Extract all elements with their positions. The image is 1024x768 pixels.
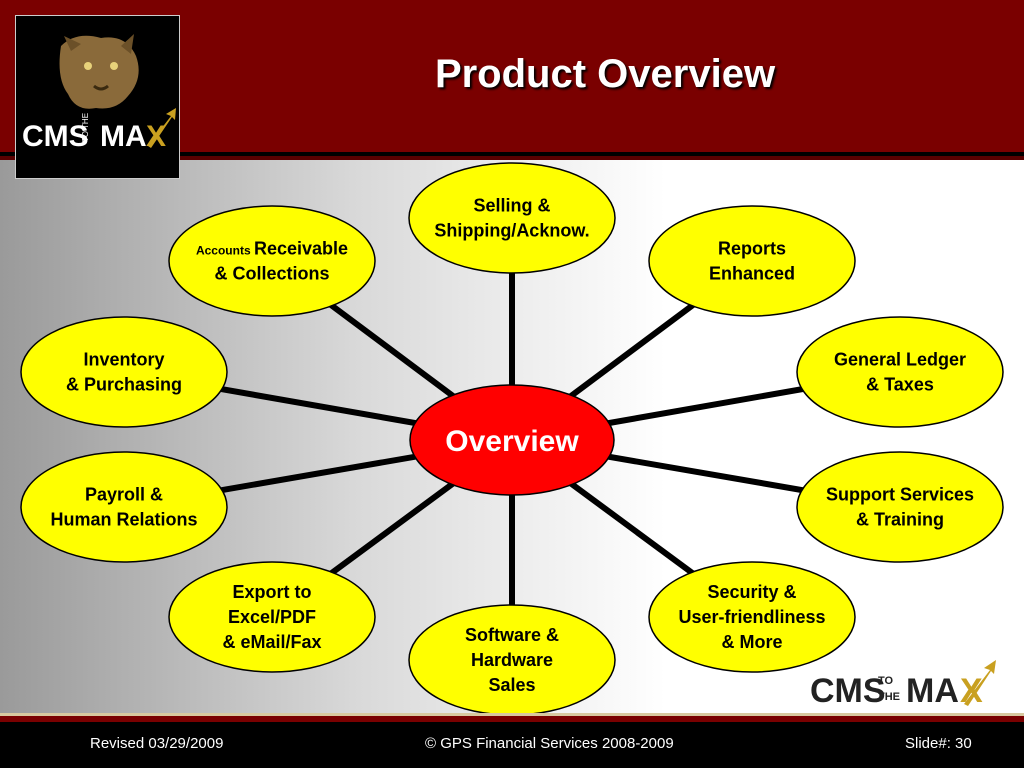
topic-node-label: Accounts Receivable <box>196 239 348 259</box>
topic-node-label: Hardware <box>471 650 553 670</box>
topic-node-label: & Purchasing <box>66 375 182 395</box>
svg-text:CMS: CMS <box>22 120 89 153</box>
cms-to-the-max-logo: CMS TO THE MA X <box>808 656 998 710</box>
svg-text:MA: MA <box>100 120 147 153</box>
topic-node-label: Support Services <box>826 485 974 505</box>
topic-node-label: Human Relations <box>50 510 197 530</box>
topic-node: Export to Excel/PDF & eMail/Fax <box>168 561 376 673</box>
topic-node-label: User-friendliness <box>678 607 825 627</box>
topic-node-label: & More <box>721 632 782 652</box>
svg-text:X: X <box>960 672 983 710</box>
footer: Revised 03/29/2009 © GPS Financial Servi… <box>0 722 1024 768</box>
footer-accent <box>0 713 1024 716</box>
topic-node: Payroll & Human Relations <box>20 451 228 563</box>
topic-node-label: Excel/PDF <box>228 607 316 627</box>
topic-node-label: General Ledger <box>834 350 966 370</box>
svg-text:TO: TO <box>878 675 894 687</box>
overview-center-label: Overview <box>445 425 579 458</box>
topic-node-prefix: Accounts <box>196 244 254 258</box>
svg-text:THE: THE <box>878 691 900 703</box>
topic-node-shape <box>796 451 1004 563</box>
topic-node-label: & Taxes <box>866 375 934 395</box>
topic-node-shape <box>648 561 856 673</box>
topic-node-shape <box>648 205 856 317</box>
cougar-logo-image: CMS TO THE MA X <box>22 34 176 153</box>
copyright: © GPS Financial Services 2008-2009 <box>425 735 674 752</box>
topic-node-shape <box>20 451 228 563</box>
topic-node-label: Reports <box>718 239 786 259</box>
topic-node-label: Selling & <box>473 196 550 216</box>
svg-text:MA: MA <box>906 672 959 710</box>
topic-node-label: & eMail/Fax <box>222 632 321 652</box>
topic-node: General Ledger & Taxes <box>796 316 1004 428</box>
title-divider <box>0 152 1024 156</box>
topic-node: Inventory & Purchasing <box>20 316 228 428</box>
title-divider-shadow <box>0 156 1024 160</box>
topic-node-label: Security & <box>707 582 796 602</box>
topic-node-label: Enhanced <box>709 264 795 284</box>
overview-center-node: Overview <box>409 384 615 496</box>
topic-node-label: Shipping/Acknow. <box>434 221 589 241</box>
topic-node: Security & User-friendliness & More <box>648 561 856 673</box>
slide-number: Slide#: 30 <box>905 735 972 752</box>
topic-node-label: Software & <box>465 625 559 645</box>
svg-text:TO THE: TO THE <box>81 113 90 142</box>
topic-node: Selling & Shipping/Acknow. <box>408 162 616 274</box>
topic-node-label: Payroll & <box>85 485 163 505</box>
revised-date: Revised 03/29/2009 <box>90 735 224 752</box>
topic-node-label: Inventory <box>83 350 164 370</box>
page-title: Product Overview <box>434 52 776 96</box>
topic-node-shape <box>20 316 228 428</box>
topic-node-shape <box>168 205 376 317</box>
footer-band <box>0 716 1024 722</box>
topic-node-label: & Collections <box>214 264 329 284</box>
topic-node-shape <box>408 162 616 274</box>
topic-node-shape <box>796 316 1004 428</box>
topic-node: Accounts Receivable & Collections <box>168 205 376 317</box>
topic-node: Support Services & Training <box>796 451 1004 563</box>
topic-node-label: Export to <box>233 582 312 602</box>
topic-node-label: & Training <box>856 510 944 530</box>
svg-text:CMS: CMS <box>810 672 886 710</box>
topic-node-label: Sales <box>488 675 535 695</box>
topic-node-shape <box>168 561 376 673</box>
cougar-logo: CMS TO THE MA X <box>15 15 180 179</box>
overview-center-shape <box>409 384 615 496</box>
